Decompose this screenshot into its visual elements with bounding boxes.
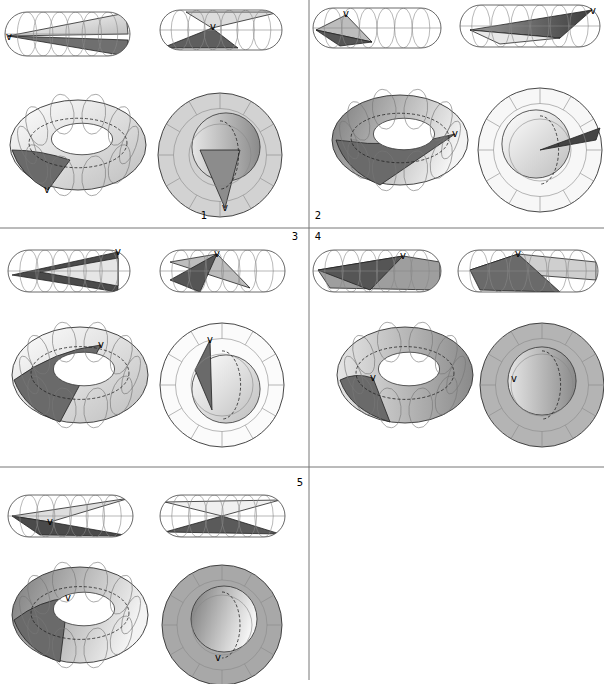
panel-figure [8,250,285,447]
vertex-label: v [44,185,50,195]
vertex-label: v [6,32,12,42]
vertex-label: v [452,129,458,139]
panel-number: 2 [315,211,321,221]
vertex-label: v [400,251,406,261]
vertex-label: v [515,249,521,259]
panel-number: 5 [297,478,303,488]
vertex-label: v [214,249,220,259]
vertex-label: v [98,340,104,350]
panel-number: 3 [292,232,298,242]
panel-number: 1 [201,211,207,221]
panel-figure [313,250,604,447]
vertex-label: v [343,9,349,19]
vertex-label: v [65,593,71,603]
vertex-label: v [222,203,228,213]
vertex-label: v [47,517,53,527]
panel-number: 4 [315,232,321,242]
vertex-label: v [370,373,376,383]
vertex-label: v [115,247,121,257]
panel-figure [5,10,282,217]
panel-figure [8,495,285,684]
vertex-label: v [215,653,221,663]
panel-figure [313,5,602,212]
vertex-label: v [210,22,216,32]
vertex-label: v [207,335,213,345]
vertex-label: v [590,6,596,16]
vertex-label: v [511,374,517,384]
